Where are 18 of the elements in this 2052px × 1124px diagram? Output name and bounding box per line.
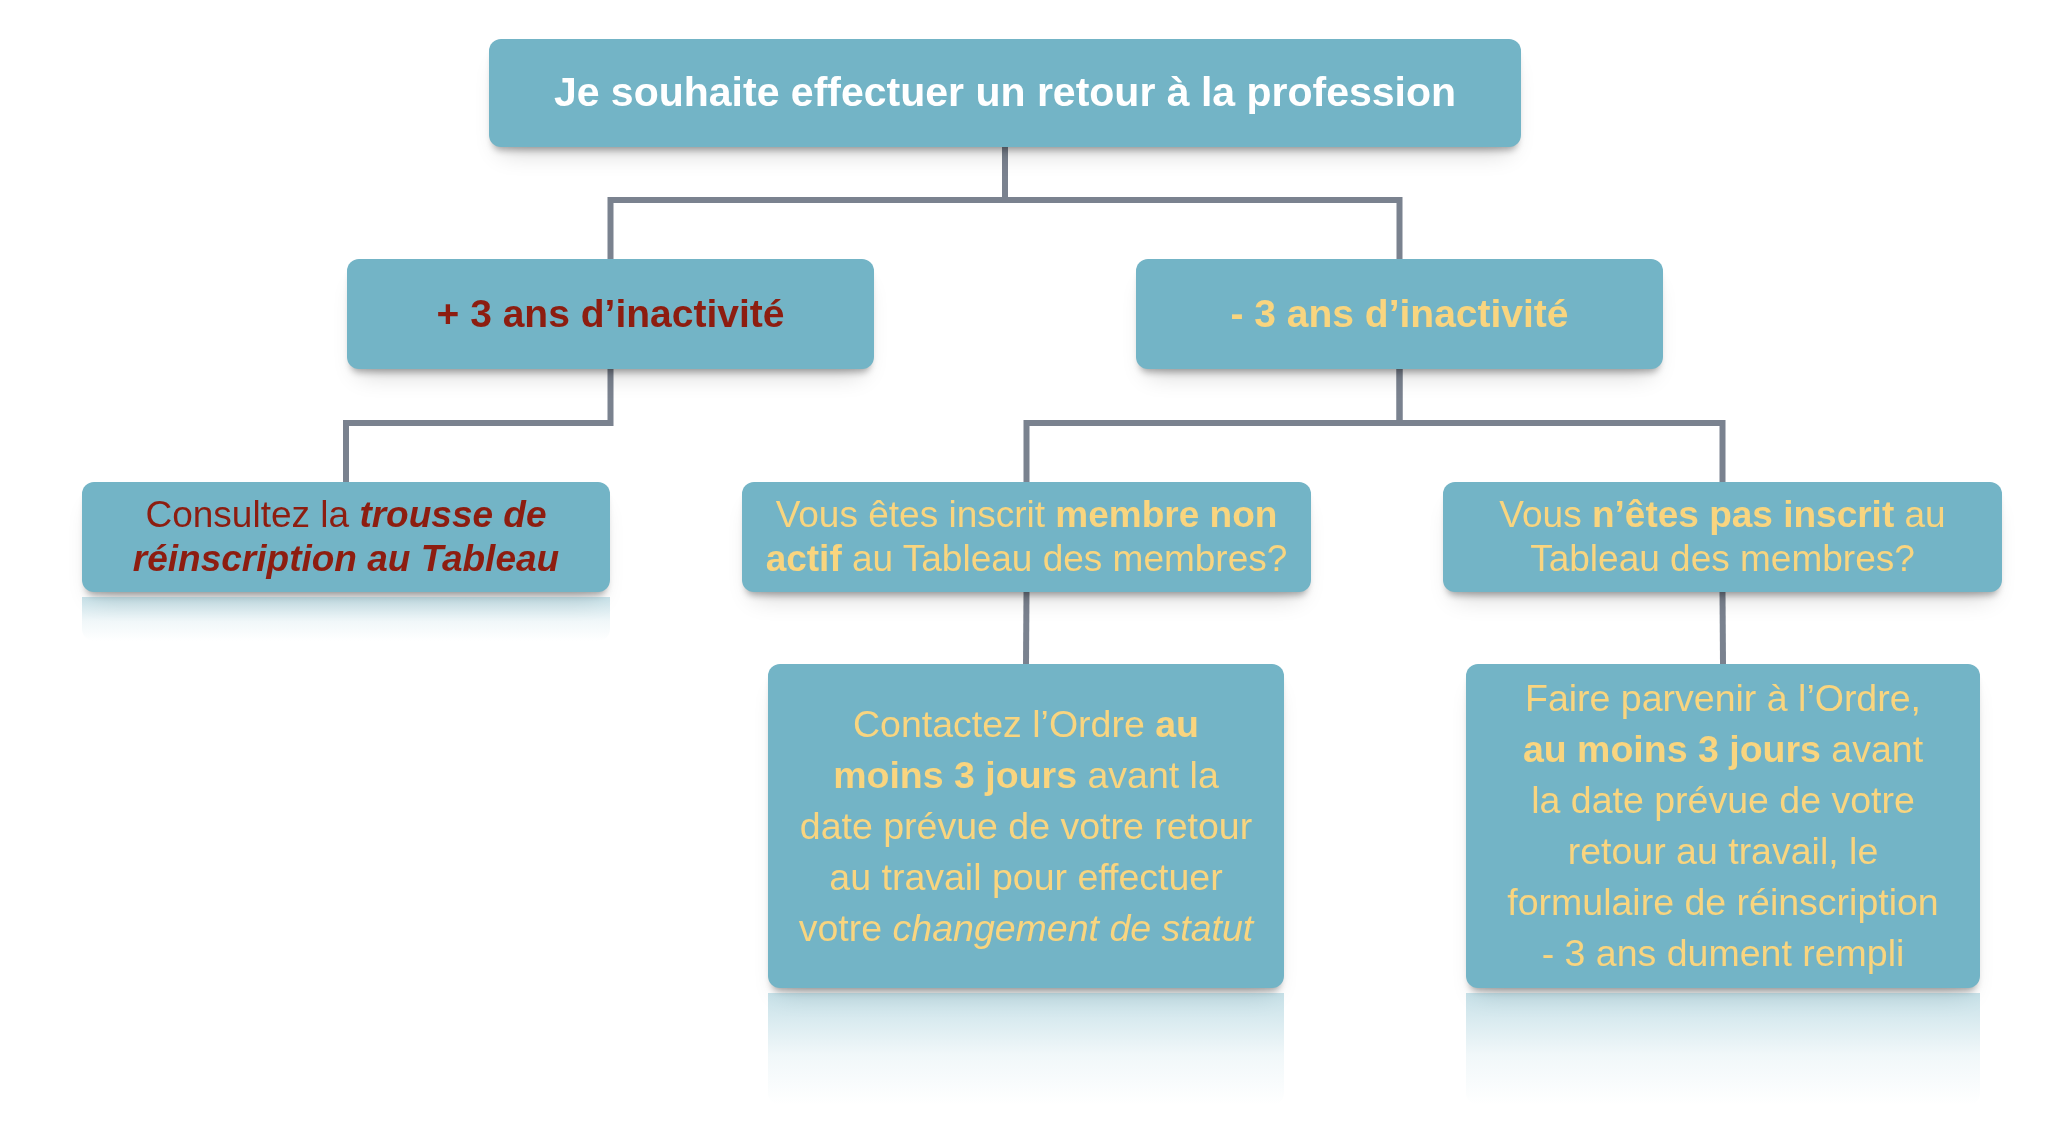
connector-line [1396, 369, 1726, 482]
connector-line [1023, 591, 1030, 665]
box-text: Contactez l’Ordre au moins 3 jours avant la date prévue de votre retour au travail pour effectuer votre changement de statut [797, 701, 1256, 951]
box-text: Faire parvenir à l’Ordre, au moins 3 jours avant la date prévue de votre retour au travail, le formulaire de réinscription - 3 ans dument rempli [1506, 676, 1940, 976]
connector-line [1719, 591, 1726, 665]
connector-line [343, 369, 614, 482]
branch-box [347, 259, 874, 369]
start-box [489, 39, 1521, 147]
branch-box [1136, 259, 1663, 369]
box-text: - 3 ans d’inactivité [1230, 290, 1569, 337]
box-text: Je souhaite effectuer un retour à la profession [553, 68, 1457, 118]
question-box [1443, 482, 2002, 592]
box-text: + 3 ans d’inactivité [436, 290, 785, 337]
question-box [742, 482, 1311, 592]
box-text: Vous n’êtes pas inscrit au Tableau des membres? [1498, 492, 1947, 581]
box-text: Consultez la trousse de réinscription au Tableau [131, 492, 561, 581]
connector-line [1002, 147, 1403, 259]
box-text: Vous êtes inscrit membre non actif au Tableau des membres? [764, 492, 1289, 581]
